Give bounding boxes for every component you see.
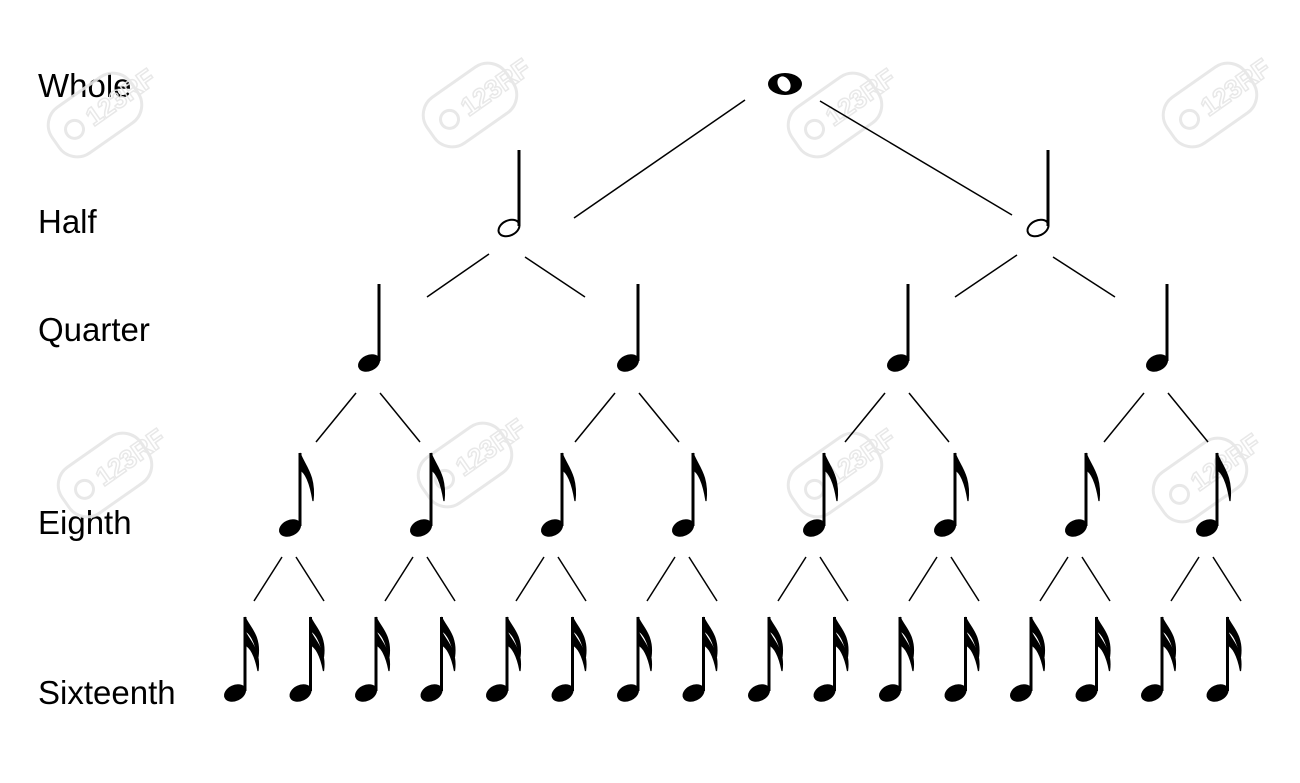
tree-branch [1212, 556, 1242, 602]
row-label-eighth: Eighth [38, 504, 132, 541]
tree-branch [1081, 556, 1111, 602]
note-flag [637, 630, 653, 672]
note-flag [375, 630, 391, 672]
tree-branch [295, 556, 325, 602]
note-flag [1226, 630, 1242, 672]
tree-branch [1167, 392, 1209, 443]
tree-branch [638, 392, 680, 443]
row-label-sixteenth: Sixteenth [38, 674, 176, 711]
note-flag [1085, 452, 1101, 502]
note-flag [833, 630, 849, 672]
tree-connectors [253, 99, 1242, 602]
row-label-quarter: Quarter [38, 311, 150, 348]
note-flag [964, 630, 980, 672]
tree-branch [688, 556, 718, 602]
note-flag [430, 452, 446, 502]
tree-branch [1170, 556, 1200, 602]
note-flag [561, 452, 577, 502]
note-flag [702, 630, 718, 672]
note-flag [692, 452, 708, 502]
whole-note-hole [777, 76, 791, 92]
tree-branch [908, 392, 950, 443]
watermark-stamp: 123RF [786, 62, 902, 159]
tree-branch [384, 556, 414, 602]
tree-branch [574, 392, 616, 443]
note-layer [224, 73, 1242, 702]
tree-branch [819, 100, 1013, 216]
note-flag [244, 630, 260, 672]
tree-branch [844, 392, 886, 443]
tree-branch [819, 556, 849, 602]
note-flag [823, 452, 839, 502]
tree-branch [426, 556, 456, 602]
note-flag [768, 630, 784, 672]
note-flag [1216, 452, 1232, 502]
note-flag [899, 630, 915, 672]
watermark-stamp: 123RF [56, 422, 172, 519]
tree-branch [646, 556, 676, 602]
tree-branch [524, 256, 586, 298]
note-flag [1095, 630, 1111, 672]
watermark-stamp: 123RF [1151, 427, 1267, 524]
tree-branch [253, 556, 283, 602]
tree-branch [1103, 392, 1145, 443]
tree-branch [950, 556, 980, 602]
tree-branch [1039, 556, 1069, 602]
tree-branch [1052, 256, 1116, 298]
tree-branch [557, 556, 587, 602]
tree-branch [954, 254, 1018, 298]
watermark-stamp: 123RF [421, 52, 537, 149]
row-label-half: Half [38, 203, 97, 240]
tree-branch [426, 253, 490, 298]
tree-branch [908, 556, 938, 602]
note-flag [440, 630, 456, 672]
watermark-stamp: 123RF [416, 412, 532, 509]
note-flag [299, 452, 315, 502]
note-flag [506, 630, 522, 672]
tree-branch [515, 556, 545, 602]
tree-branch [315, 392, 357, 443]
tree-branch [573, 99, 746, 219]
watermark-stamp: 123RF [46, 62, 162, 159]
note-flag [1030, 630, 1046, 672]
note-flag [571, 630, 587, 672]
watermark-stamp: 123RF [786, 422, 902, 519]
tree-branch [379, 392, 421, 443]
note-flag [1161, 630, 1177, 672]
tree-branch [777, 556, 807, 602]
note-flag [954, 452, 970, 502]
note-flag [309, 630, 325, 672]
watermark-stamp: 123RF [1161, 52, 1277, 149]
